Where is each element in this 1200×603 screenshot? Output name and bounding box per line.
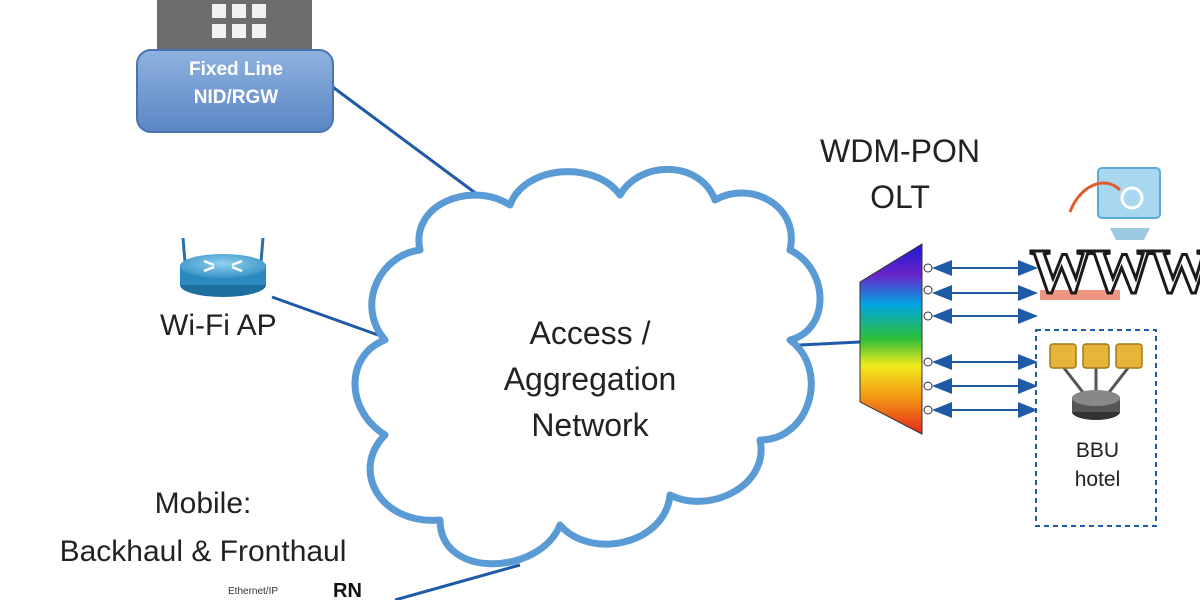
mobile-subtitle: Backhaul & Fronthaul bbox=[59, 535, 347, 568]
router-icon bbox=[180, 237, 266, 297]
cloud-label-line1: Access / bbox=[529, 315, 651, 351]
link-mobile bbox=[394, 563, 521, 600]
olt-label: OLT bbox=[870, 179, 930, 215]
wdm-pon-label: WDM-PON bbox=[820, 133, 980, 169]
www-label: WWW. bbox=[1029, 237, 1200, 308]
mobile-title: Mobile: bbox=[154, 487, 252, 520]
fixed-line-label: Fixed Line NID/RGW bbox=[140, 56, 332, 112]
wavelength-arrows bbox=[932, 260, 1038, 418]
www-underline bbox=[1040, 290, 1120, 300]
wdm-pon-olt-prism bbox=[859, 243, 923, 435]
globe-computer-icon bbox=[1068, 167, 1161, 240]
ethernet-ip-label: Ethernet/IP bbox=[228, 586, 279, 597]
aggregation-cloud bbox=[351, 165, 824, 568]
fixed-line-title: Fixed Line bbox=[189, 59, 283, 80]
fixed-line-subtitle: NID/RGW bbox=[193, 87, 279, 108]
olt-ports bbox=[923, 263, 933, 415]
cloud-label-line2: Aggregation bbox=[503, 361, 677, 397]
building-icon bbox=[157, 0, 312, 50]
bbu-server-icon bbox=[1049, 343, 1143, 420]
bbu-hotel-box bbox=[1035, 329, 1157, 527]
link-wifi bbox=[271, 295, 379, 337]
wifi-ap-label: Wi-Fi AP bbox=[160, 309, 277, 342]
bbu-hotel-label: BBU hotel bbox=[1040, 436, 1155, 494]
fixed-line-badge bbox=[136, 49, 334, 133]
cloud-label: Access / Aggregation Network bbox=[470, 310, 710, 448]
rn-label: RN bbox=[333, 580, 362, 602]
wdm-pon-olt-label: WDM-PON OLT bbox=[790, 128, 1010, 220]
mobile-label: Mobile: Backhaul & Fronthaul bbox=[18, 480, 388, 576]
bbu-label: BBU bbox=[1075, 439, 1120, 462]
hotel-label: hotel bbox=[1074, 468, 1121, 491]
cloud-label-line3: Network bbox=[531, 407, 649, 443]
